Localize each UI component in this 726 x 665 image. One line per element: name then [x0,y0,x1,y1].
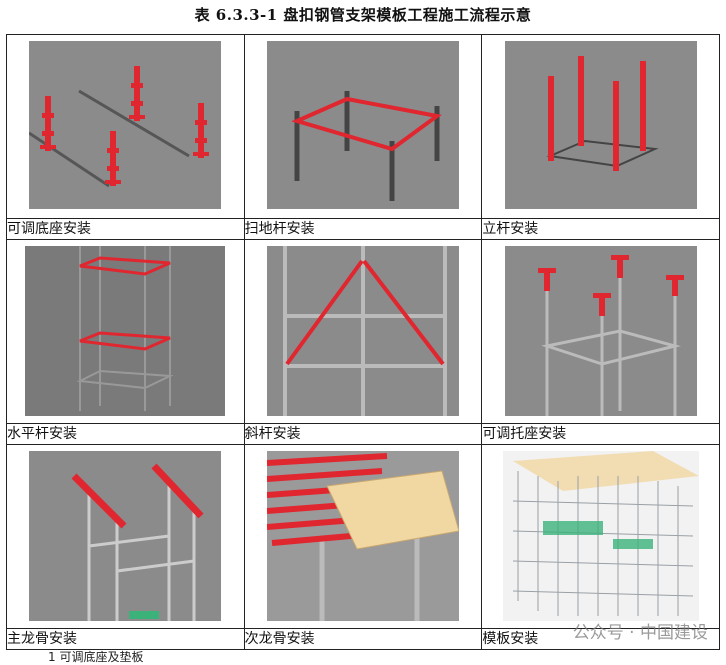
table-title: 表 6.3.3-1 盘扣钢管支架模板工程施工流程示意 [194,6,532,24]
top-support-figure [504,246,697,416]
diagonal-rod-figure [266,246,459,416]
footnote: 1 可调底座及垫板 [48,650,144,664]
caption-2: 扫地杆安装 [243,218,483,240]
image-cell-1 [6,34,245,219]
caption-8: 次龙骨安装 [243,628,483,650]
watermark: 公众号 · 中国建设 [572,623,708,643]
image-cell-4 [6,239,245,424]
caption-9: 模板安装 [481,628,720,650]
process-table: 可调底座安装 扫地杆安装 立杆安装 [6,34,720,650]
image-cell-5 [243,239,483,424]
image-cell-3 [481,34,720,219]
upright-rod-figure [504,41,697,209]
caption-5: 斜杆安装 [243,423,483,445]
image-cell-8 [243,444,483,629]
horizontal-rod-figure [25,246,226,416]
caption-1: 可调底座安装 [6,218,245,240]
caption-6: 可调托座安装 [481,423,720,445]
base-install-figure [29,41,222,209]
image-cell-2 [243,34,483,219]
caption-3: 立杆安装 [481,218,720,240]
formwork-figure [502,451,699,621]
image-cell-6 [481,239,720,424]
image-cell-7 [6,444,245,629]
caption-7: 主龙骨安装 [6,628,245,650]
sweep-rod-figure [266,41,459,209]
caption-4: 水平杆安装 [6,423,245,445]
secondary-keel-figure [266,451,459,621]
image-cell-9 [481,444,720,629]
main-keel-figure [29,451,222,621]
